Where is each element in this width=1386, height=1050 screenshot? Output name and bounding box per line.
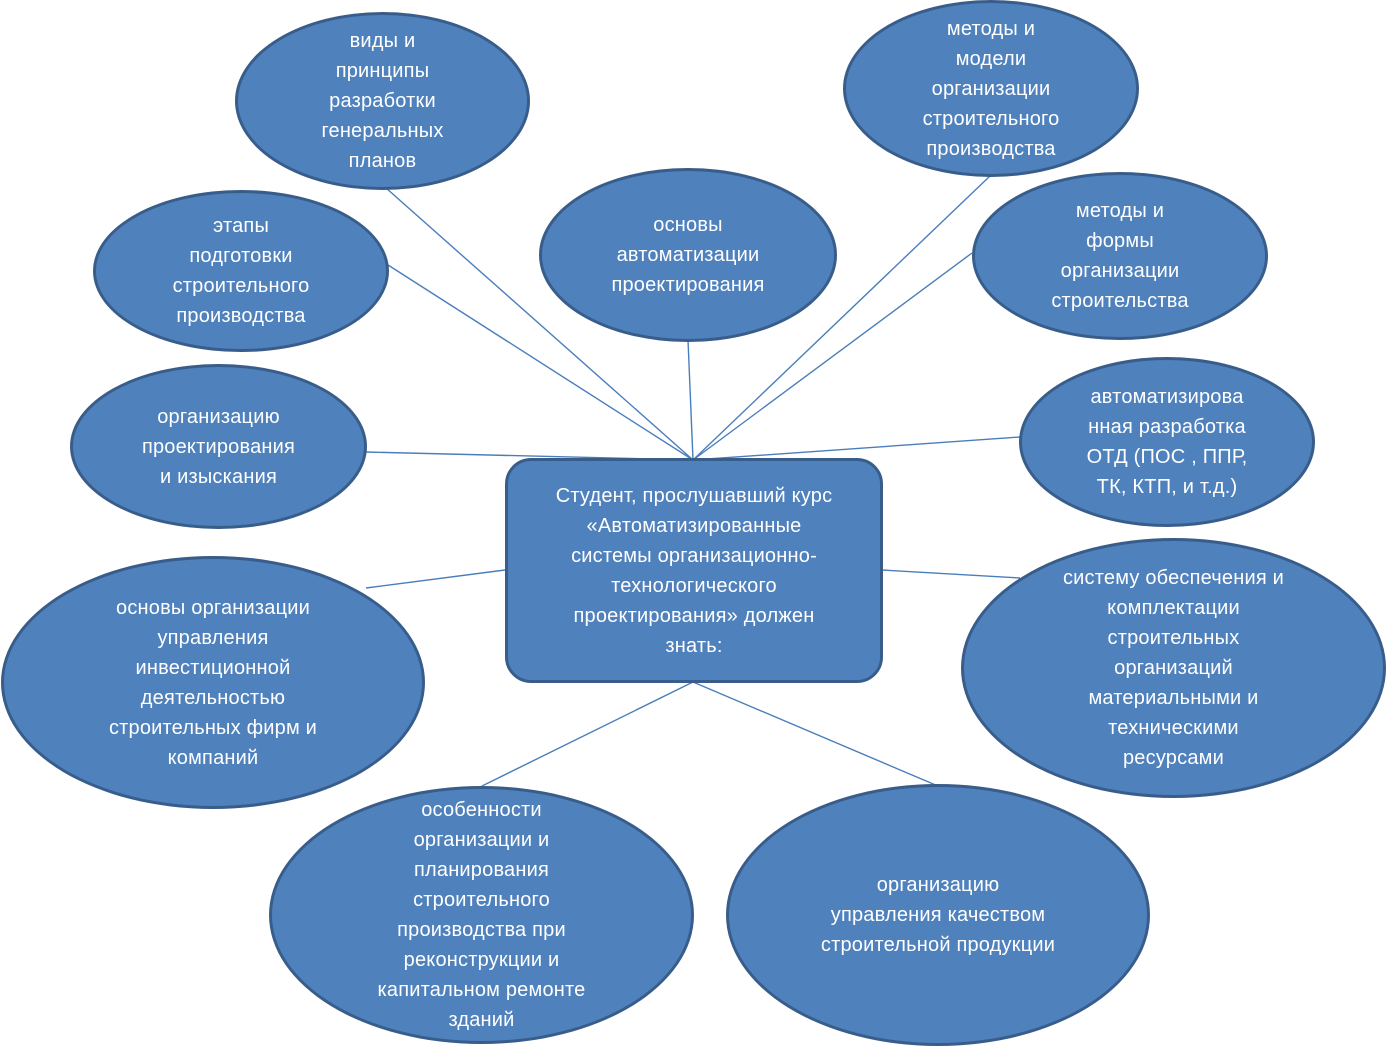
node-methods-models-text: методы и модели организации строительног… — [922, 17, 1060, 160]
node-supply-system-text: систему обеспечения и комплектации строи… — [1062, 567, 1285, 769]
node-methods-forms: методы и формы организации строительства — [972, 172, 1268, 340]
node-design-automation: основы автоматизации проектирования — [539, 168, 837, 342]
connector-supply — [881, 569, 1021, 579]
node-general-plans-text: виды и принципы разработки генеральных п… — [321, 30, 444, 172]
node-investment-management: основы организации управления инвестицио… — [1, 556, 425, 809]
node-supply-system: систему обеспечения и комплектации строи… — [961, 538, 1386, 798]
node-quality-management: организацию управления качеством строите… — [726, 784, 1150, 1046]
node-design-survey: организацию проектирования и изыскания — [70, 364, 367, 529]
node-methods-forms-text: методы и формы организации строительства — [1051, 200, 1189, 312]
node-design-survey-text: организацию проектирования и изыскания — [141, 405, 296, 488]
node-reconstruction: особенности организации и планирования с… — [269, 786, 694, 1044]
connector-methods-forms — [692, 252, 973, 461]
connector-quality — [692, 681, 939, 787]
node-investment-management-text: основы организации управления инвестицио… — [108, 596, 318, 769]
node-methods-models: методы и модели организации строительног… — [843, 0, 1139, 177]
connector-general-plans — [385, 187, 694, 461]
node-quality-management-text: организацию управления качеством строите… — [820, 874, 1056, 956]
node-reconstruction-text: особенности организации и планирования с… — [377, 799, 586, 1031]
connector-methods-models — [692, 175, 991, 461]
connector-reconstruction — [481, 681, 694, 787]
node-design-automation-text: основы автоматизации проектирования — [611, 214, 765, 296]
node-prep-stages: этапы подготовки строительного производс… — [93, 190, 389, 352]
node-otd-development: автоматизирова нная разработка ОТД (ПОС … — [1019, 357, 1315, 527]
node-general-plans: виды и принципы разработки генеральных п… — [235, 12, 530, 190]
center-node: Студент, прослушавший курс «Автоматизиро… — [505, 458, 883, 683]
connector-design-automation — [687, 339, 694, 461]
connector-otd — [692, 436, 1021, 461]
connector-investment — [365, 569, 506, 589]
node-prep-stages-text: этапы подготовки строительного производс… — [172, 215, 310, 327]
node-otd-development-text: автоматизирова нная разработка ОТД (ПОС … — [1086, 386, 1248, 498]
center-node-text: Студент, прослушавший курс «Автоматизиро… — [555, 484, 833, 657]
connector-prep-stages — [387, 264, 694, 461]
